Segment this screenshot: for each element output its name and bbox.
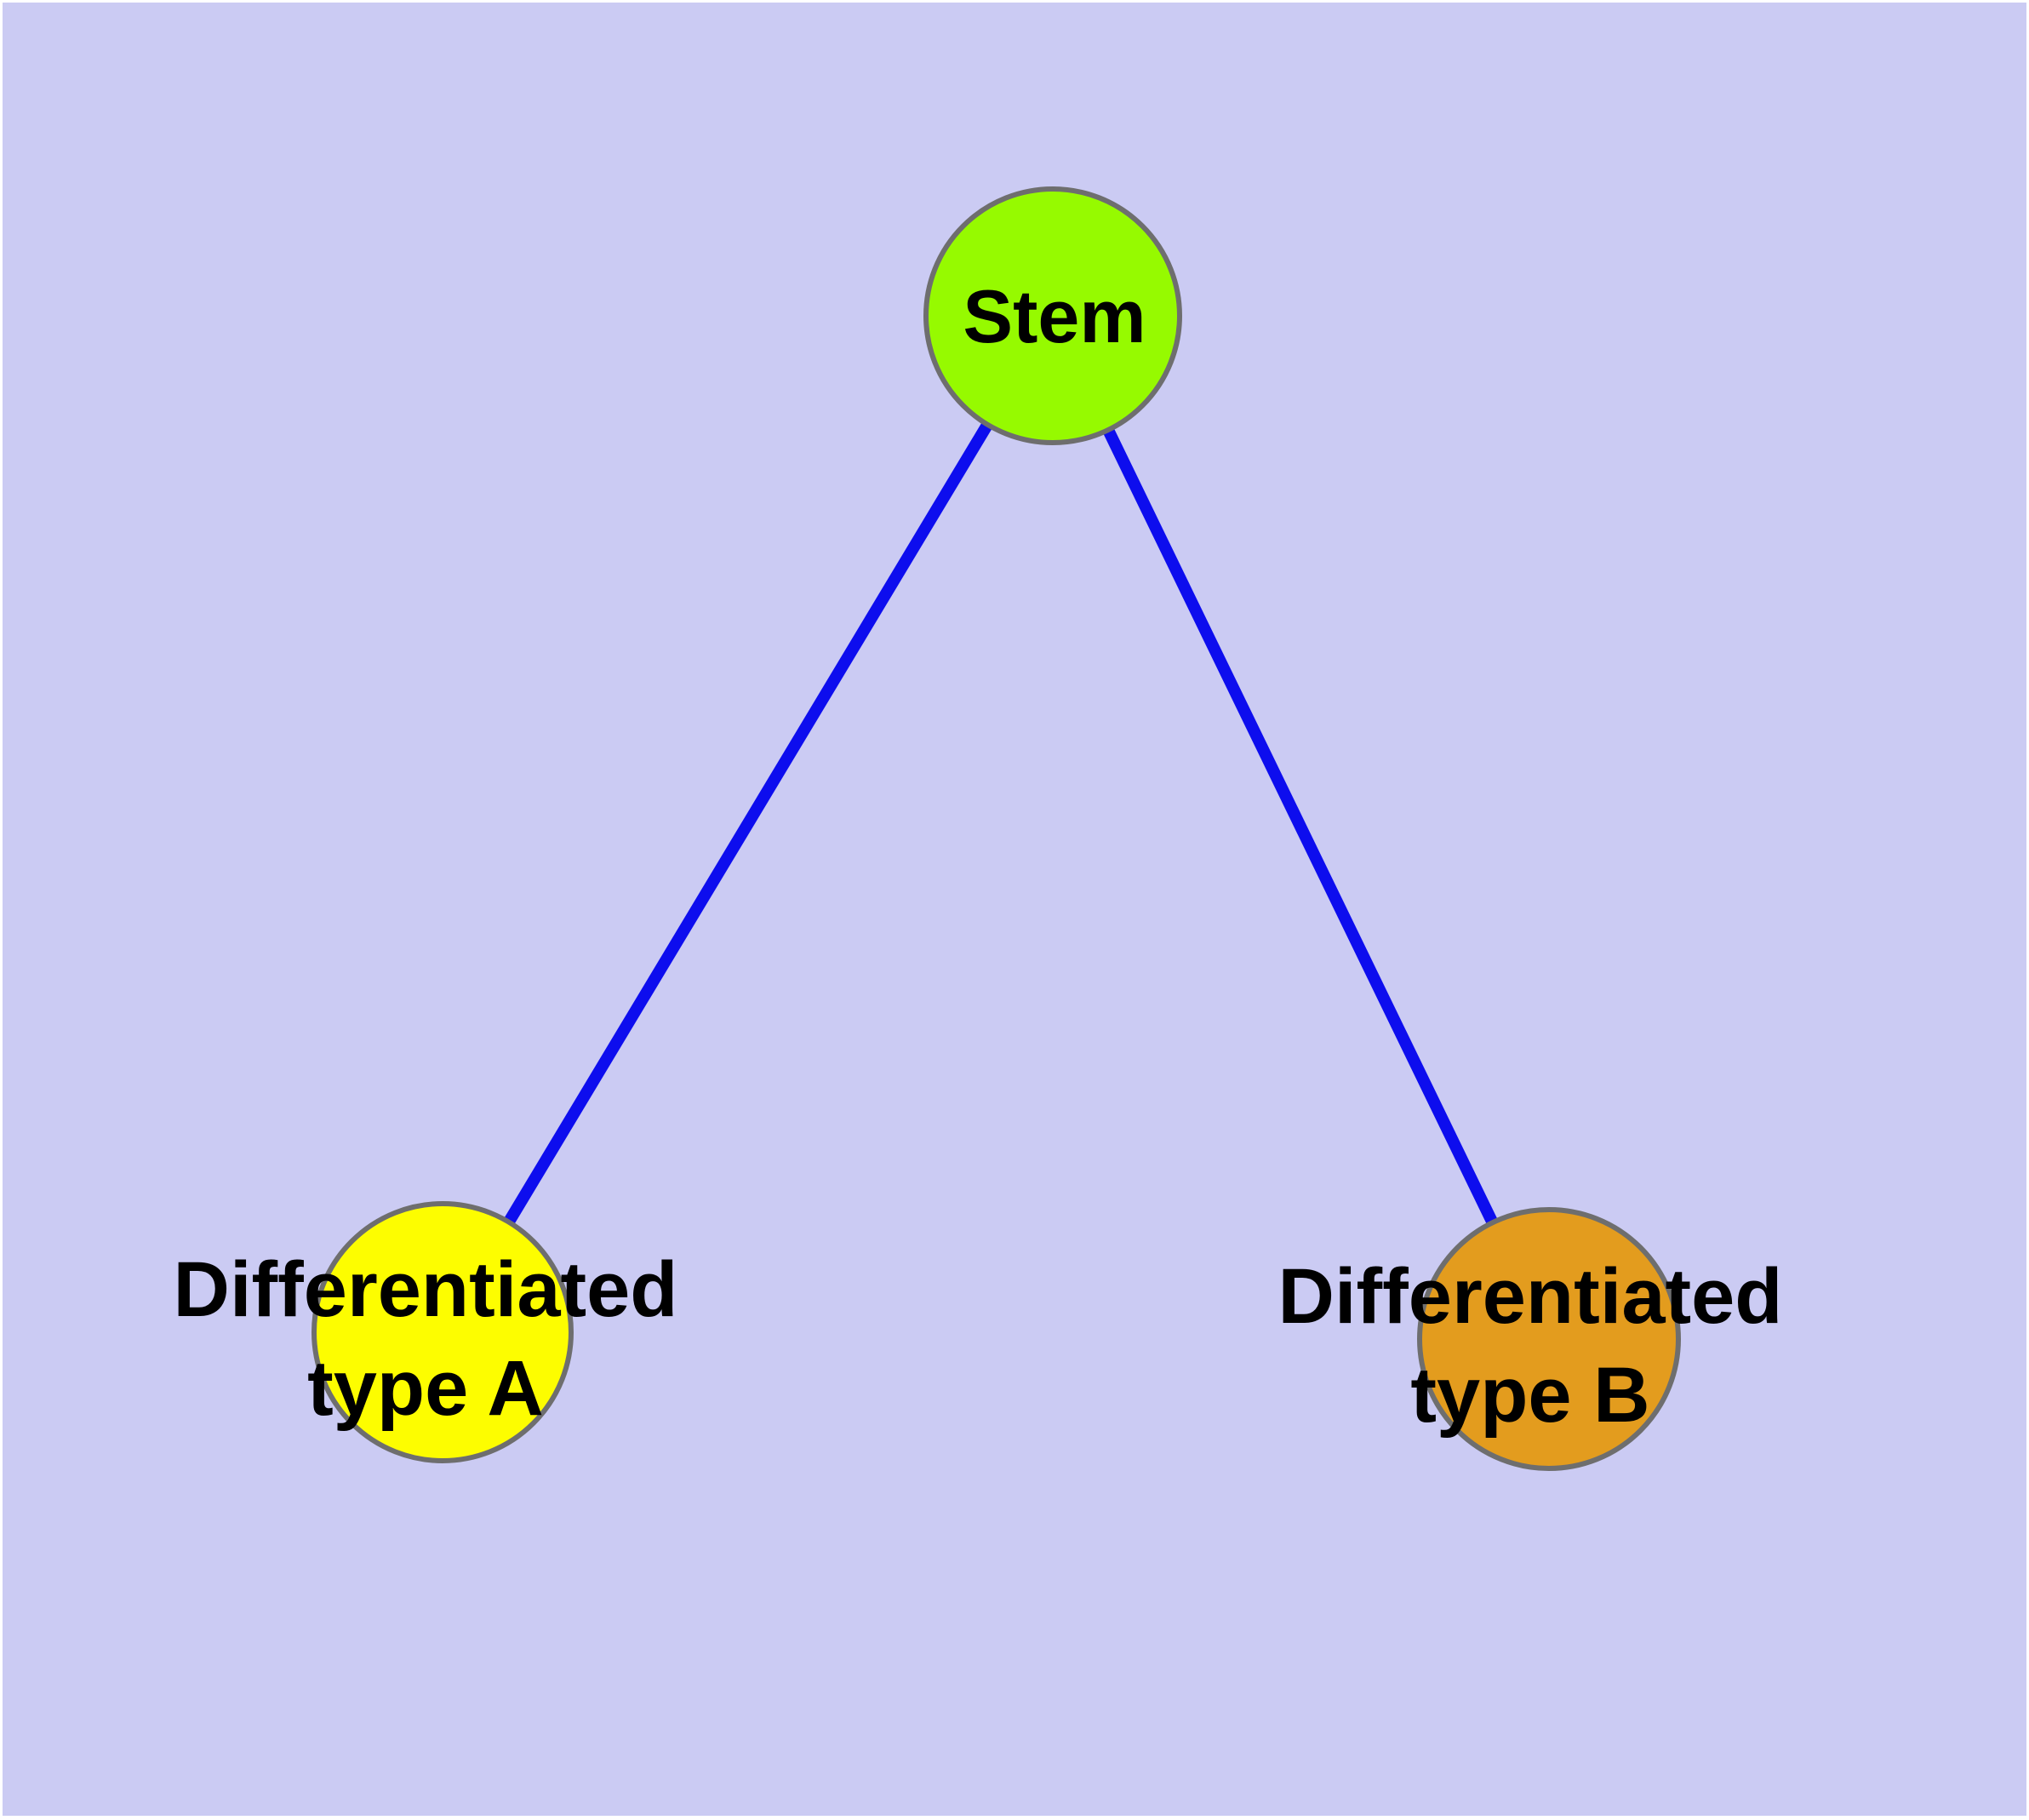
node-type-a-label-line1: Differentiated (174, 1246, 678, 1333)
node-type-b-label-line2: type B (1410, 1352, 1649, 1439)
node-stem-label: Stem (963, 274, 1146, 358)
node-stem (923, 186, 1182, 445)
edge-stem-to-type-b (1047, 312, 1555, 1342)
node-differentiated-type-b (1417, 1207, 1681, 1471)
node-type-a-label-line2: type A (307, 1345, 544, 1432)
node-differentiated-type-a (311, 1201, 574, 1463)
edge-stem-to-type-a (437, 312, 1059, 1336)
node-type-b-label-line1: Differentiated (1278, 1253, 1783, 1340)
